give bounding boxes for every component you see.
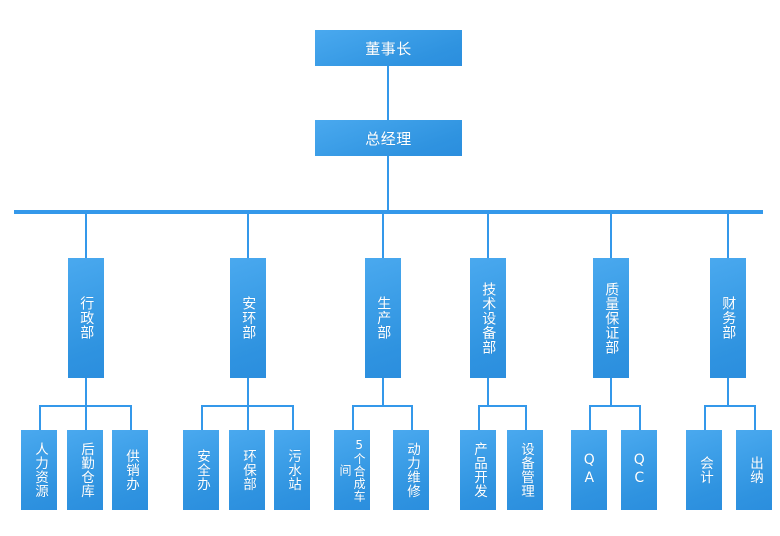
connector-production-drop-1 bbox=[352, 405, 354, 430]
connector-quality-drop-1 bbox=[589, 405, 591, 430]
node-chairman[interactable]: 董事长 bbox=[315, 30, 462, 66]
node-unit-power-maintenance[interactable]: 动力维修 bbox=[393, 430, 429, 510]
connector-bus-to-dept-6 bbox=[727, 212, 729, 258]
node-unit-synthesis-workshops[interactable]: 5个合成车间 bbox=[334, 430, 370, 510]
connector-safety-stem bbox=[247, 378, 249, 405]
connector-bus-to-dept-2 bbox=[247, 212, 249, 258]
node-department-technology-equipment[interactable]: 技术设备部 bbox=[470, 258, 506, 378]
connector-administration-drop-2 bbox=[85, 405, 87, 430]
connector-gm-to-bus bbox=[387, 156, 389, 212]
node-department-safety-environment[interactable]: 安环部 bbox=[230, 258, 266, 378]
node-unit-qc[interactable]: QC bbox=[621, 430, 657, 510]
connector-bus-to-dept-1 bbox=[85, 212, 87, 258]
node-general-manager[interactable]: 总经理 bbox=[315, 120, 462, 156]
connector-department-bus bbox=[14, 210, 763, 214]
connector-safety-drop-3 bbox=[292, 405, 294, 430]
connector-administration-stem bbox=[85, 378, 87, 405]
node-department-administration[interactable]: 行政部 bbox=[68, 258, 104, 378]
connector-safety-drop-1 bbox=[201, 405, 203, 430]
node-department-quality-assurance[interactable]: 质量保证部 bbox=[593, 258, 629, 378]
connector-bus-to-dept-4 bbox=[487, 212, 489, 258]
connector-administration-drop-3 bbox=[130, 405, 132, 430]
node-unit-qa[interactable]: QA bbox=[571, 430, 607, 510]
node-department-finance[interactable]: 财务部 bbox=[710, 258, 746, 378]
connector-technology-drop-1 bbox=[478, 405, 480, 430]
connector-chairman-to-gm bbox=[387, 66, 389, 120]
node-unit-product-development[interactable]: 产品开发 bbox=[460, 430, 496, 510]
node-department-production[interactable]: 生产部 bbox=[365, 258, 401, 378]
node-unit-accounting[interactable]: 会计 bbox=[686, 430, 722, 510]
connector-quality-stem bbox=[610, 378, 612, 405]
node-unit-logistics-warehouse[interactable]: 后勤仓库 bbox=[67, 430, 103, 510]
node-unit-supply-marketing-office[interactable]: 供销办 bbox=[112, 430, 148, 510]
connector-finance-span bbox=[704, 405, 756, 407]
connector-bus-to-dept-3 bbox=[382, 212, 384, 258]
connector-production-drop-2 bbox=[411, 405, 413, 430]
connector-quality-drop-2 bbox=[639, 405, 641, 430]
node-unit-wastewater-station[interactable]: 污水站 bbox=[274, 430, 310, 510]
connector-finance-stem bbox=[727, 378, 729, 405]
connector-production-stem bbox=[382, 378, 384, 405]
node-unit-environmental-protection[interactable]: 环保部 bbox=[229, 430, 265, 510]
node-unit-safety-office[interactable]: 安全办 bbox=[183, 430, 219, 510]
connector-technology-span bbox=[478, 405, 527, 407]
node-unit-cashier[interactable]: 出纳 bbox=[736, 430, 772, 510]
node-unit-human-resources[interactable]: 人力资源 bbox=[21, 430, 57, 510]
connector-quality-span bbox=[589, 405, 641, 407]
connector-safety-drop-2 bbox=[247, 405, 249, 430]
connector-finance-drop-2 bbox=[754, 405, 756, 430]
connector-finance-drop-1 bbox=[704, 405, 706, 430]
connector-technology-drop-2 bbox=[525, 405, 527, 430]
connector-technology-stem bbox=[487, 378, 489, 405]
connector-administration-drop-1 bbox=[39, 405, 41, 430]
connector-bus-to-dept-5 bbox=[610, 212, 612, 258]
node-unit-equipment-management[interactable]: 设备管理 bbox=[507, 430, 543, 510]
connector-production-span bbox=[352, 405, 413, 407]
